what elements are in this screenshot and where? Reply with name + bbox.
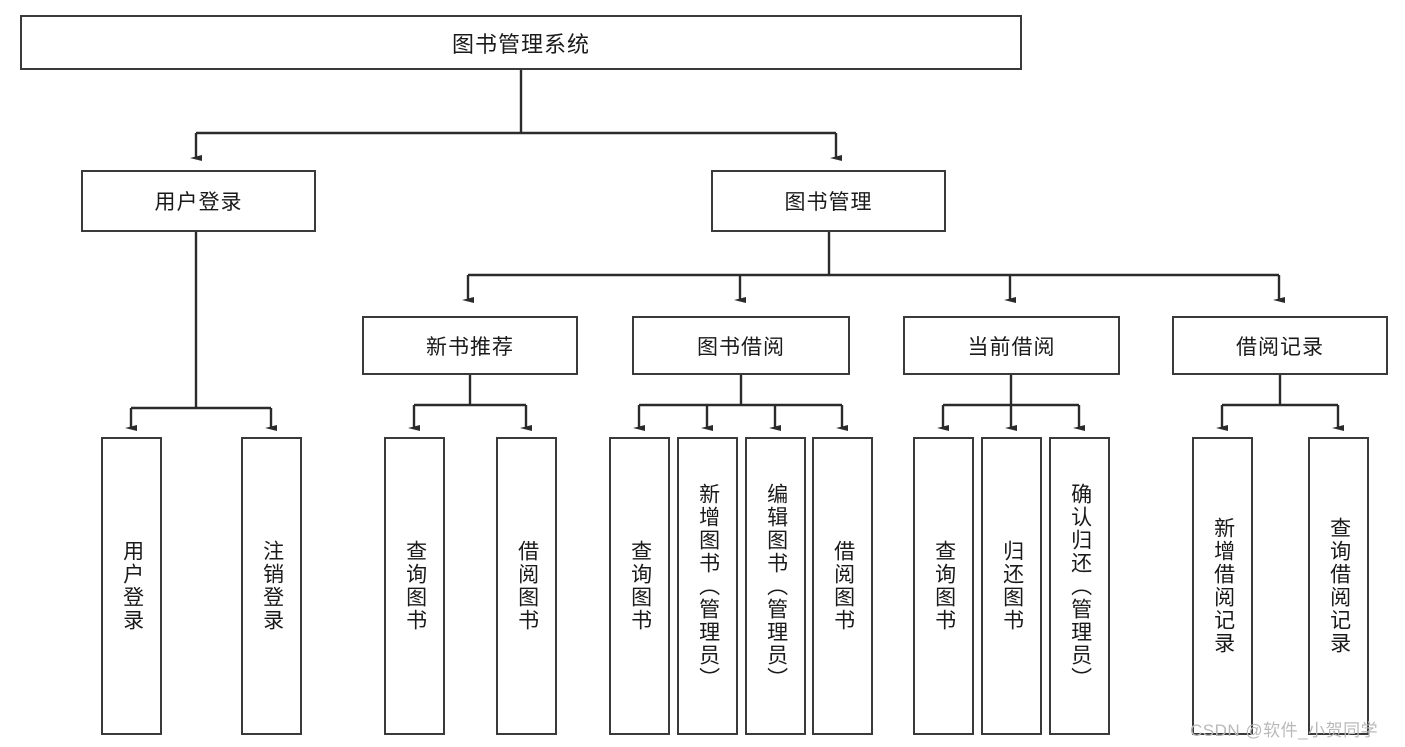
leaf-query-book-borrowing[interactable]: 查询图书	[609, 437, 670, 735]
node-label: 查询图书	[628, 540, 652, 632]
leaf-return-book[interactable]: 归还图书	[981, 437, 1042, 735]
leaf-borrow-book-borrowing[interactable]: 借阅图书	[812, 437, 873, 735]
leaf-query-book-current[interactable]: 查询图书	[913, 437, 974, 735]
leaf-user-login[interactable]: 用户登录	[101, 437, 162, 735]
node-label: 归还图书	[1000, 540, 1024, 632]
leaf-add-borrow-record[interactable]: 新增借阅记录	[1192, 437, 1253, 735]
leaf-borrow-book-recommendation[interactable]: 借阅图书	[496, 437, 557, 735]
node-root-book-management-system[interactable]: 图书管理系统	[20, 15, 1022, 70]
node-label: 当前借阅	[967, 335, 1056, 359]
node-label: 编辑图书（管理员）	[764, 482, 788, 690]
csdn-watermark: CSDN @软件_小贺同学	[1190, 721, 1379, 740]
node-book-management[interactable]: 图书管理	[711, 170, 946, 232]
node-label: 图书管理系统	[451, 31, 590, 57]
leaf-add-book-admin[interactable]: 新增图书（管理员）	[677, 437, 738, 735]
leaf-query-borrow-record[interactable]: 查询借阅记录	[1308, 437, 1369, 735]
node-label: 新增借阅记录	[1211, 517, 1235, 655]
node-user-login[interactable]: 用户登录	[81, 170, 316, 232]
node-book-borrowing[interactable]: 图书借阅	[632, 316, 850, 375]
node-label: 图书借阅	[697, 335, 785, 359]
node-label: 借阅记录	[1236, 335, 1324, 359]
node-label: 注销登录	[260, 540, 284, 632]
node-label: 借阅图书	[515, 540, 539, 632]
node-label: 借阅图书	[831, 540, 855, 632]
node-label: 新书推荐	[426, 335, 514, 359]
leaf-logout-login[interactable]: 注销登录	[241, 437, 302, 735]
node-label: 查询图书	[403, 540, 427, 632]
node-current-borrowing[interactable]: 当前借阅	[903, 316, 1120, 375]
node-label: 图书管理	[784, 191, 873, 214]
node-label: 用户登录	[120, 540, 144, 632]
node-label: 确认归还（管理员）	[1068, 482, 1092, 690]
node-label: 查询借阅记录	[1327, 517, 1351, 655]
node-borrowing-record[interactable]: 借阅记录	[1172, 316, 1388, 375]
node-new-book-recommendation[interactable]: 新书推荐	[362, 316, 578, 375]
leaf-confirm-return-admin[interactable]: 确认归还（管理员）	[1049, 437, 1110, 735]
leaf-edit-book-admin[interactable]: 编辑图书（管理员）	[745, 437, 806, 735]
leaf-query-book-recommendation[interactable]: 查询图书	[384, 437, 445, 735]
node-label: 新增图书（管理员）	[696, 482, 720, 690]
node-label: 查询图书	[932, 540, 956, 632]
node-label: 用户登录	[154, 191, 243, 214]
